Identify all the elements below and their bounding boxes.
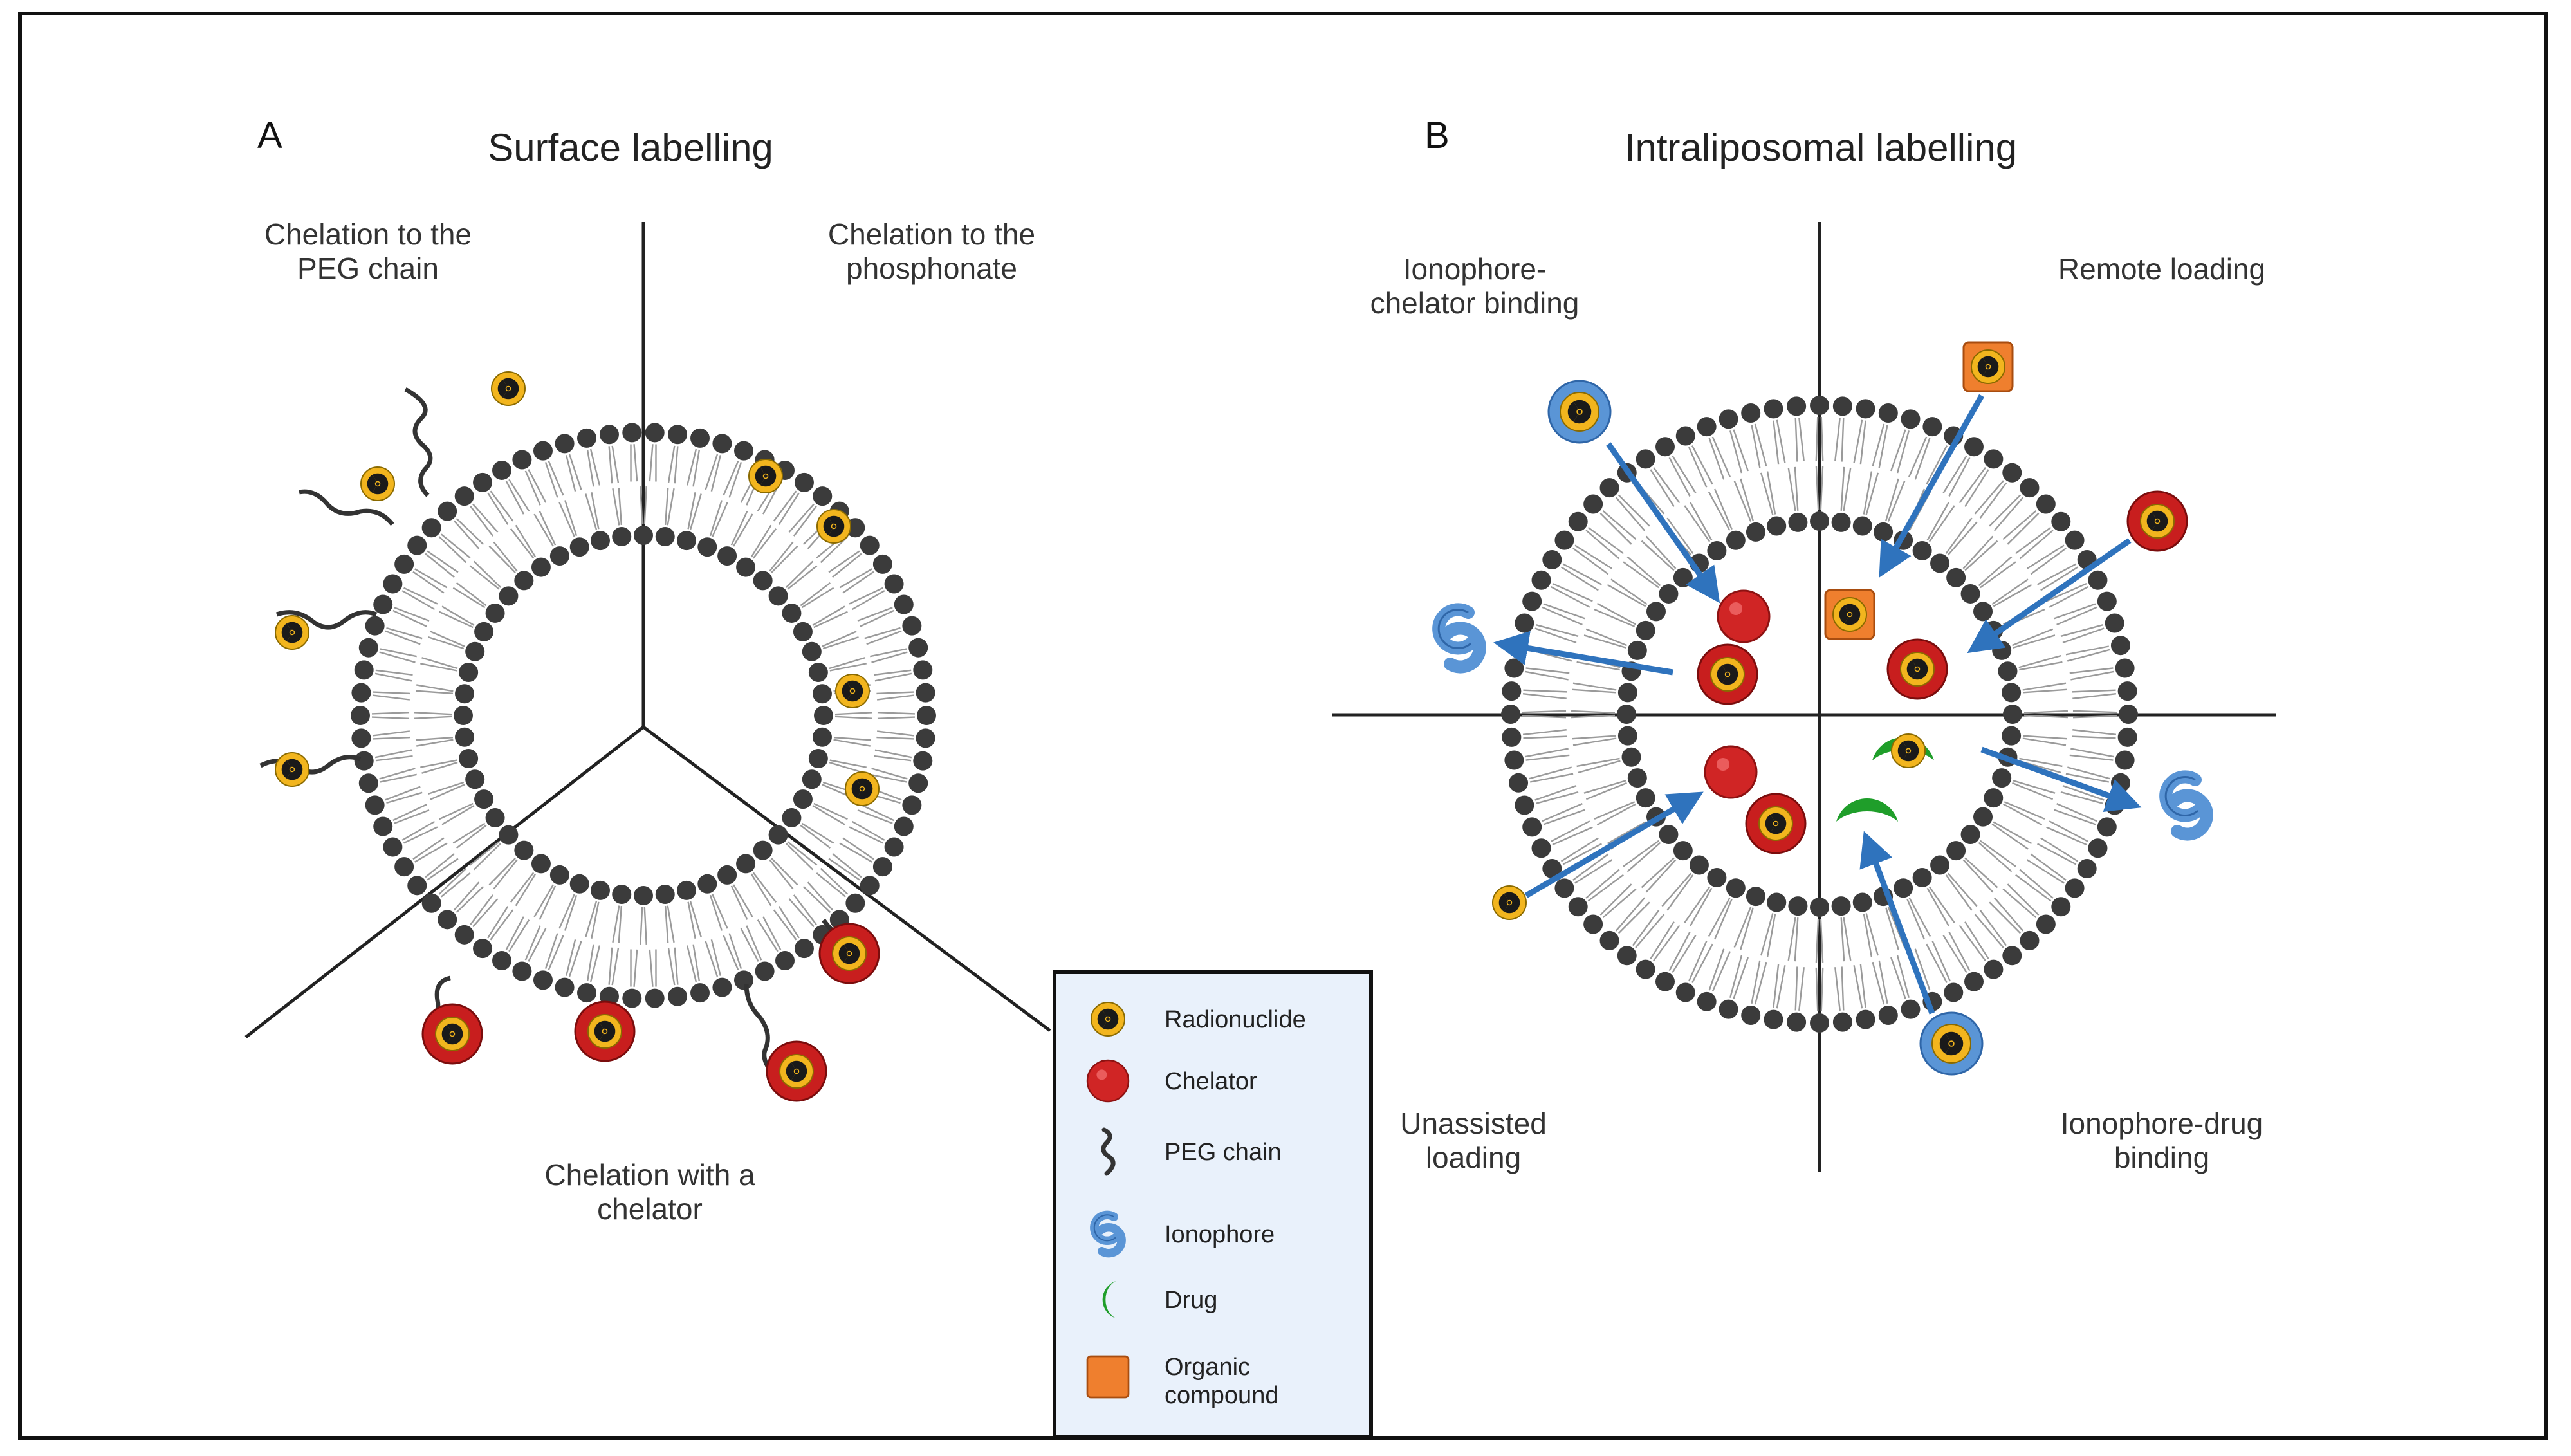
peg-chain-icon [1101,1127,1116,1176]
panel-b-region-ionophore-drug: Ionophore-drug binding [2060,1107,2263,1174]
panel-a-title: Surface labelling [488,126,773,169]
transport-arrows [1493,394,2142,1015]
legend-label: Organic compound [1165,1354,1279,1409]
drug-icon [1102,1280,1117,1319]
ionophore-icon [1082,1208,1134,1260]
panel-b-region-remote-loading: Remote loading [2058,252,2266,286]
panel-b-title: Intraliposomal labelling [1624,126,2018,169]
panel-a-region-peg-chain: Chelation to the PEG chain [264,217,472,285]
panel-a-region-chelator: Chelation with a chelator [544,1158,755,1226]
legend-label: PEG chain [1165,1139,1282,1166]
panel-b-region-unassisted-loading: Unassisted loading [1400,1107,1547,1174]
panel-b-labels-markers [1439,342,2207,1074]
legend-label: Drug [1165,1287,1218,1314]
legend-label: Radionuclide [1165,1006,1306,1033]
panel-a-labels-markers [259,372,879,1101]
legend-item-peg-chain: PEG chain [1056,1126,1369,1176]
legend-item-radionuclide: Radionuclide [1056,993,1369,1032]
panel-b-liposome [1501,396,2138,1033]
legend-item-organic-compound: Organic compound [1056,1351,1369,1409]
panel-b-region-ionophore-chelator: Ionophore-chelator binding [1370,252,1580,320]
panel-a-region-phosphonate: Chelation to the phosphonate [827,217,1036,285]
legend-label: Ionophore [1165,1221,1275,1248]
legend-item-chelator: Chelator [1056,1055,1369,1103]
legend-label: Chelator [1165,1068,1257,1095]
legend-item-drug: Drug [1056,1274,1369,1319]
chelator-icon [1086,1059,1130,1103]
organic-compound-icon [1086,1355,1130,1399]
legend-item-ionophore: Ionophore [1056,1208,1369,1247]
panel-a-letter: A [257,115,282,156]
panel-b-letter: B [1424,115,1450,156]
legend: Radionuclide Chelator PEG chain Ionophor… [1053,970,1373,1439]
panel-a-liposome [351,423,936,1008]
panel-a-divider-lines [244,222,1051,1038]
radionuclide-icon [1082,993,1134,1045]
